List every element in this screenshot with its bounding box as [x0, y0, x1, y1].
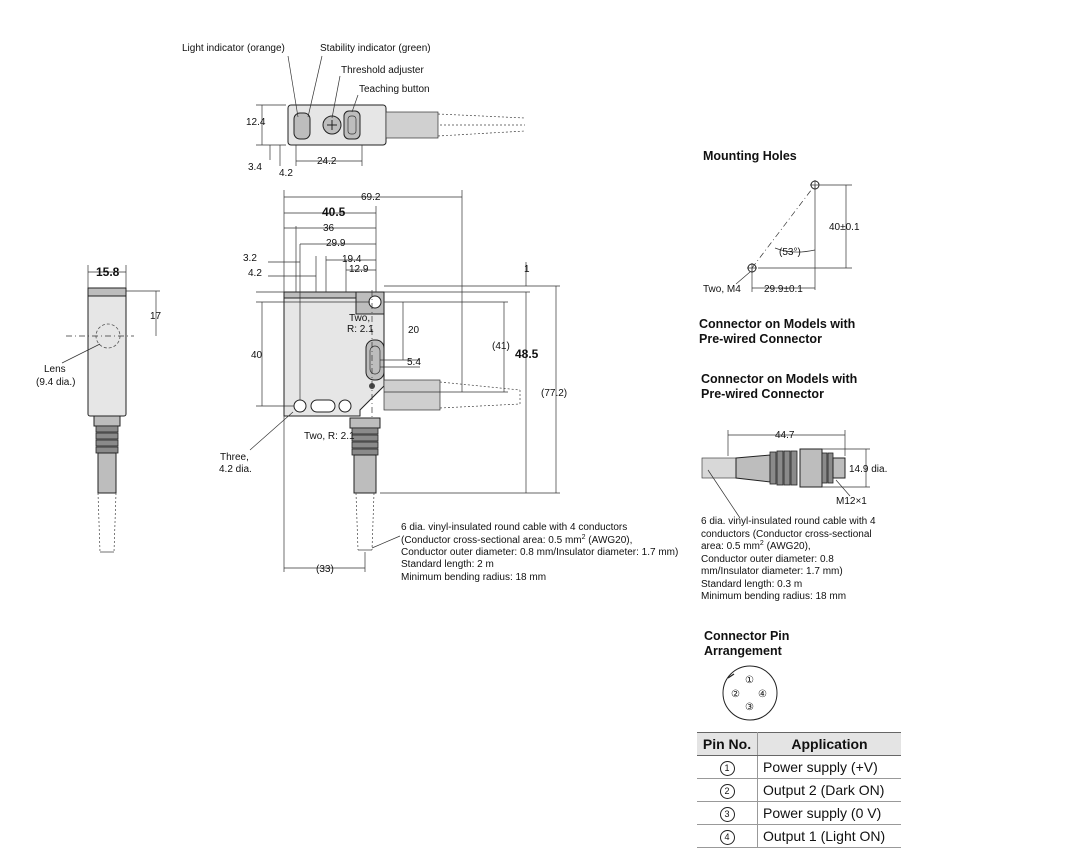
connector-view: 44.7 14.9 dia. M12×1: [701, 430, 887, 519]
mounting-holes: Mounting Holes 40±0.1 (53°) 29.9±0.1 Two…: [703, 149, 860, 295]
connector-note-line4: Conductor outer diameter: 0.8: [701, 554, 834, 565]
top-view: Light indicator (orange) Stability indic…: [182, 43, 526, 179]
table-row: 4 Output 1 (Light ON): [697, 824, 901, 848]
connector-dim-44-7: 44.7: [775, 430, 795, 441]
dim-5-4: 5.4: [407, 357, 421, 368]
connector-note-line6: Standard length: 0.3 m: [701, 579, 802, 590]
table-row: 1 Power supply (+V): [697, 755, 901, 779]
cable-note-line1: 6 dia. vinyl-insulated round cable with …: [401, 522, 627, 533]
connector-note-line2: conductors (Conductor cross-sectional: [701, 529, 872, 540]
dim-40-5: 40.5: [322, 205, 346, 219]
dim-77-2: (77.2): [541, 388, 567, 399]
dim-20: 20: [408, 325, 420, 336]
dim-4-2: 4.2: [248, 268, 262, 279]
pin-4-mark: ④: [758, 689, 767, 700]
dim-17: 17: [150, 311, 162, 322]
lens-label: Lens: [44, 364, 66, 375]
pin-application: Power supply (+V): [757, 755, 901, 779]
connector-heading-2-line1: Connector on Models with: [701, 372, 857, 386]
pin-arrangement-title-1: Connector Pin: [704, 629, 789, 643]
dim-24-2: 24.2: [317, 156, 337, 167]
connector-note-line1: 6 dia. vinyl-insulated round cable with …: [701, 516, 876, 527]
pin-application: Power supply (0 V): [757, 801, 901, 825]
pin-arrangement-circle: [722, 665, 778, 721]
pin-arrangement: Connector Pin Arrangement ① ② ③ ④: [704, 629, 789, 721]
cable-note-line5: Minimum bending radius: 18 mm: [401, 572, 546, 583]
dim-3-4: 3.4: [248, 162, 262, 173]
two-r-label-1: Two,: [349, 313, 370, 324]
dim-36: 36: [323, 223, 335, 234]
light-indicator-shape: [293, 112, 311, 140]
pin-arrangement-title-2: Arrangement: [704, 644, 783, 658]
threshold-adjuster-label: Threshold adjuster: [341, 65, 424, 76]
table-row: 2 Output 2 (Dark ON): [697, 778, 901, 802]
pin-number: 2: [719, 784, 735, 799]
dim-4-2-top: 4.2: [279, 168, 293, 179]
pin-table-header-pin: Pin No.: [697, 732, 758, 756]
cable-note: 6 dia. vinyl-insulated round cable with …: [401, 522, 678, 583]
three-dia-label: 4.2 dia.: [219, 464, 252, 475]
dim-29-9: 29.9: [326, 238, 346, 249]
connector-note: 6 dia. vinyl-insulated round cable with …: [701, 516, 876, 602]
mounting-dim-29-9: 29.9±0.1: [764, 284, 803, 295]
dim-12-9: 12.9: [349, 264, 369, 275]
connector-note-line3: area: 0.5 mm2 (AWG20),: [701, 540, 811, 552]
stability-indicator-label: Stability indicator (green): [320, 43, 431, 54]
connector-heading-2-line2: Pre-wired Connector: [701, 387, 824, 401]
mounting-angle: (53°): [779, 247, 801, 258]
pin-number: 1: [719, 761, 735, 776]
pin-3-mark: ③: [745, 702, 754, 713]
dim-1: 1: [524, 264, 530, 275]
dim-33: (33): [316, 564, 334, 575]
mounting-hole-bottom-left: [293, 399, 307, 413]
connector-m12: M12×1: [836, 496, 867, 507]
side-view: 15.8 17 Lens (9.4 dia.): [36, 265, 162, 553]
lens-dia-label: (9.4 dia.): [36, 377, 75, 388]
two-r-bottom-label: Two, R: 2.1: [304, 431, 355, 442]
two-r-label-2: R: 2.1: [347, 324, 374, 335]
connector-heading-1-line2: Pre-wired Connector: [699, 332, 822, 346]
mounting-hole-bottom-right: [338, 399, 352, 413]
dim-3-2: 3.2: [243, 253, 257, 264]
mounting-dim-40: 40±0.1: [829, 222, 860, 233]
pin-application: Output 2 (Dark ON): [757, 778, 901, 802]
connector-note-line5: mm/Insulator diameter: 1.7 mm): [701, 566, 843, 577]
light-indicator-label: Light indicator (orange): [182, 43, 285, 54]
front-view: 69.2 40.5 36 29.9 19.4 12.9 3.2 4.2 40 2…: [219, 190, 567, 575]
cable-note-line4: Standard length: 2 m: [401, 559, 494, 570]
cable-note-line2: (Conductor cross-sectional area: 0.5 mm2…: [401, 534, 632, 546]
dim-15-8: 15.8: [96, 265, 120, 279]
dim-41: (41): [492, 341, 510, 352]
pin-number: 4: [719, 830, 735, 845]
pin-table-header-application: Application: [757, 732, 901, 756]
table-row: 3 Power supply (0 V): [697, 801, 901, 825]
connector-note-line7: Minimum bending radius: 18 mm: [701, 591, 846, 602]
pin-1-mark: ①: [745, 675, 754, 686]
mounting-holes-title: Mounting Holes: [703, 149, 797, 163]
pin-table: Pin No. Application 1 Power supply (+V) …: [697, 732, 901, 848]
pin-table-header-row: Pin No. Application: [697, 732, 901, 756]
mounting-two-m4: Two, M4: [703, 284, 741, 295]
dim-69-2: 69.2: [361, 192, 381, 203]
teaching-button-shape: [343, 110, 361, 140]
dim-19-4: 19.4: [342, 254, 362, 265]
pin-2-mark: ②: [731, 689, 740, 700]
dim-12-4: 12.4: [246, 117, 266, 128]
connector-heading-1-line1: Connector on Models with: [699, 317, 855, 331]
side-view-body: [87, 287, 127, 417]
top-view-connector: [385, 111, 439, 139]
cable-note-line3: Conductor outer diameter: 0.8 mm/Insulat…: [401, 547, 678, 558]
dim-40-front: 40: [251, 350, 263, 361]
dim-48-5: 48.5: [515, 347, 539, 361]
pin-number: 3: [719, 807, 735, 822]
connector-dim-14-9: 14.9 dia.: [849, 464, 887, 475]
three-label: Three,: [220, 452, 249, 463]
teaching-button-label: Teaching button: [359, 84, 430, 95]
mounting-hole-top: [368, 295, 382, 309]
pin-application: Output 1 (Light ON): [757, 824, 901, 848]
